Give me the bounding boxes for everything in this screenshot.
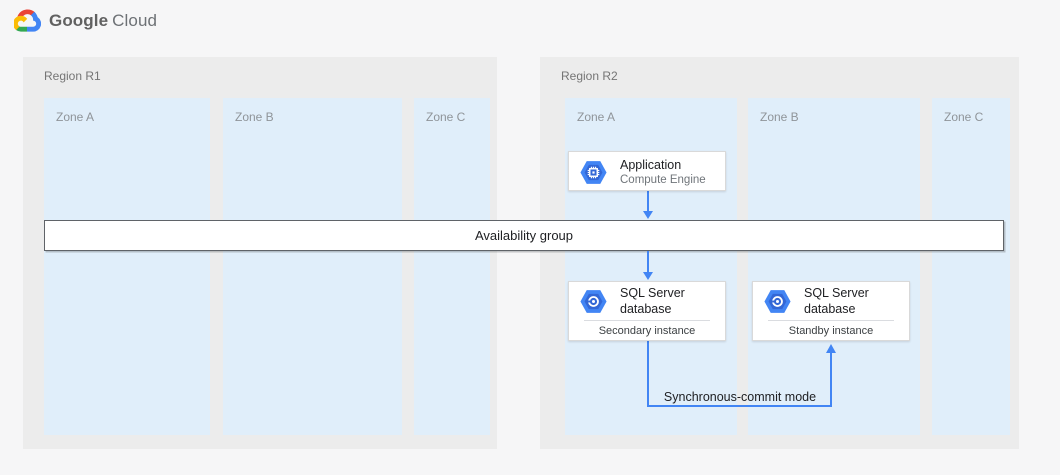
sql-server-database-icon	[580, 290, 607, 313]
region-r1-zone-a: Zone A	[44, 98, 210, 435]
region-r1-label: Region R1	[44, 69, 101, 83]
zone-label: Zone A	[56, 110, 95, 124]
google-cloud-logo-icon	[14, 9, 41, 32]
application-card-text: Application Compute Engine	[620, 157, 706, 188]
sql-secondary-title: SQL Server database	[620, 286, 685, 316]
application-card: Application Compute Engine	[568, 151, 726, 191]
card-divider	[584, 320, 710, 322]
sql-standby-title: SQL Server database	[804, 286, 869, 316]
card-divider	[768, 320, 894, 322]
zone-label: Zone A	[577, 110, 616, 124]
region-r2-zone-b: Zone B	[748, 98, 920, 435]
logo-word-cloud: Cloud	[112, 10, 158, 30]
sql-server-secondary-card: SQL Server database Secondary instance	[568, 281, 726, 341]
zone-label: Zone B	[760, 110, 799, 124]
logo-word-google: Google	[49, 10, 109, 30]
region-r1: Region R1 Zone A Zone B Zone C	[23, 57, 497, 449]
sql-server-database-icon	[764, 290, 791, 313]
application-subtitle: Compute Engine	[620, 174, 706, 187]
region-r2-zone-c: Zone C	[932, 98, 1010, 435]
zone-label: Zone B	[235, 110, 274, 124]
synchronous-commit-mode-label: Synchronous-commit mode	[663, 390, 817, 404]
availability-group-label: Availability group	[474, 228, 574, 243]
zone-label: Zone C	[944, 110, 984, 124]
region-r1-zone-b: Zone B	[223, 98, 402, 435]
region-r2-zone-a: Zone A	[565, 98, 737, 435]
sql-server-standby-card: SQL Server database Standby instance	[752, 281, 910, 341]
region-r2-label: Region R2	[561, 69, 618, 83]
region-r1-zone-c: Zone C	[414, 98, 490, 435]
standby-instance-label: Standby instance	[788, 325, 874, 338]
zone-label: Zone C	[426, 110, 466, 124]
application-title: Application	[620, 158, 682, 172]
compute-engine-icon	[580, 161, 607, 184]
availability-group-bar: Availability group	[44, 220, 1004, 251]
secondary-instance-label: Secondary instance	[598, 325, 696, 338]
